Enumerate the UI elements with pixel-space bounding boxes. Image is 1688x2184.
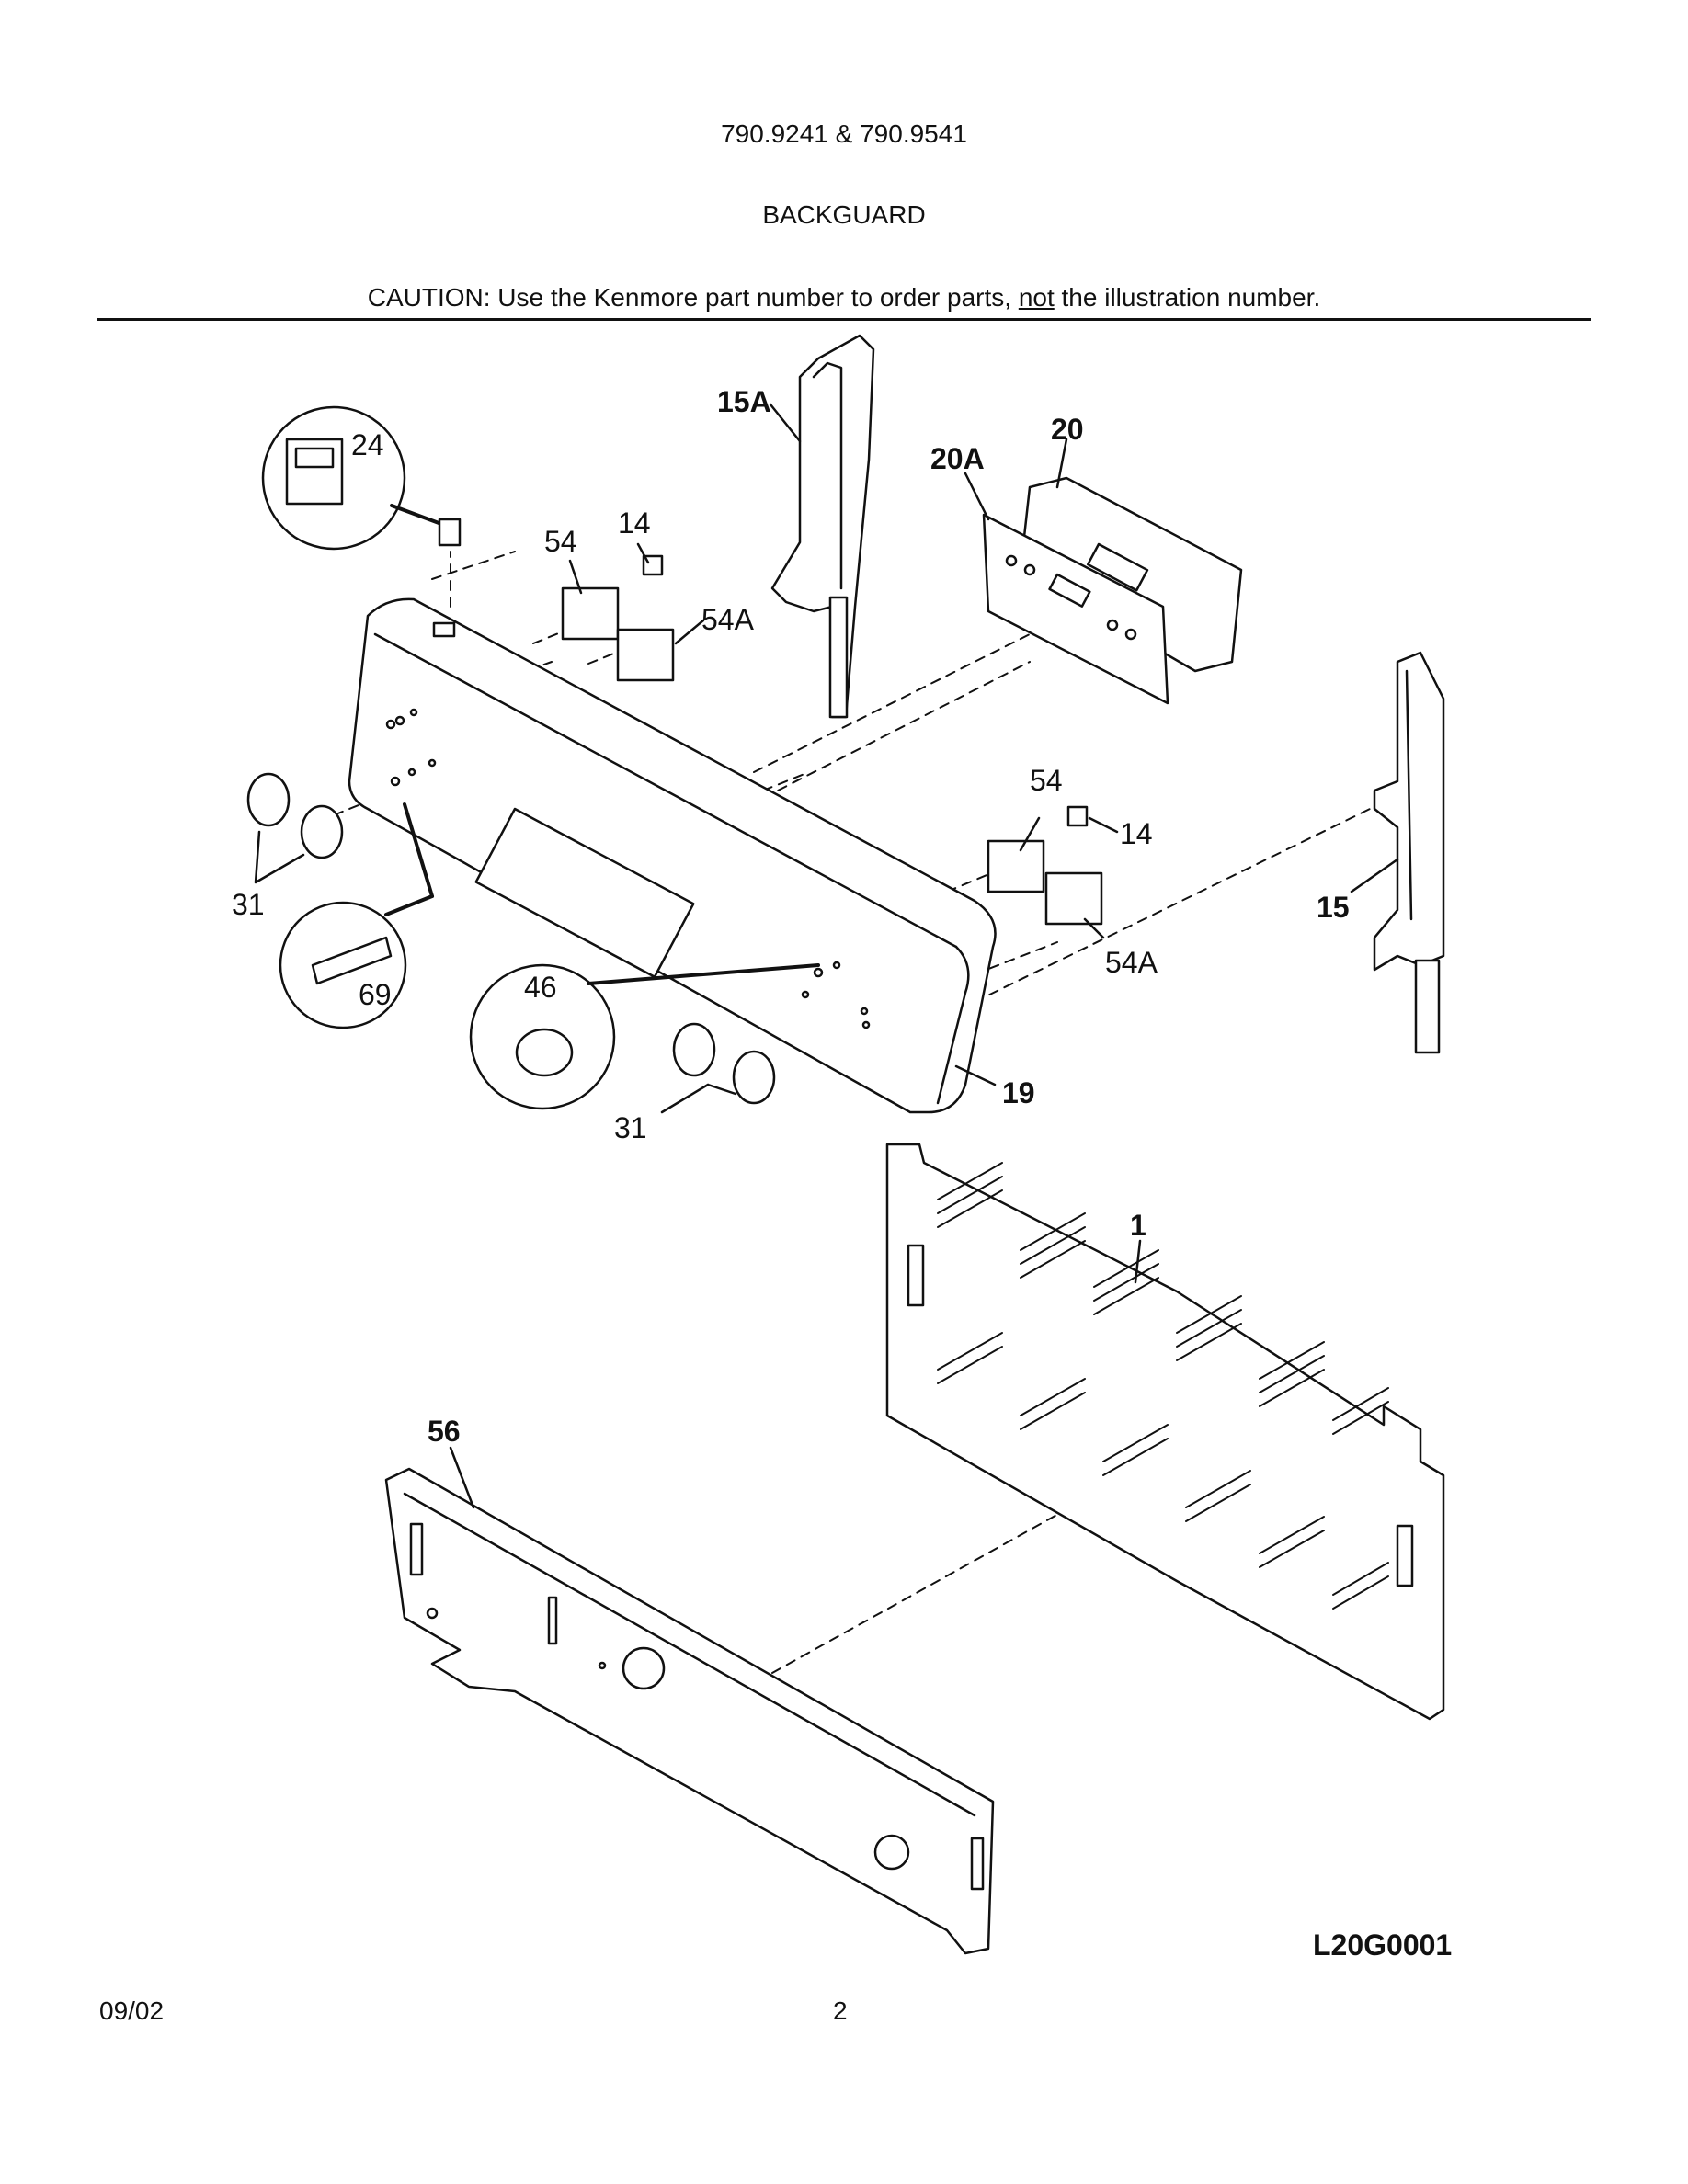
header-divider <box>97 318 1591 321</box>
caution-prefix: CAUTION: Use the Kenmore part number to … <box>367 283 1019 312</box>
callout-54-lower: 54 <box>1030 764 1063 797</box>
knob-46 <box>469 963 820 1110</box>
callout-14-lower: 14 <box>1120 817 1153 850</box>
revision-date: 09/02 <box>99 1996 165 2025</box>
caution-emphasis: not <box>1018 283 1055 312</box>
caution-note: CAUTION: Use the Kenmore part number to … <box>0 283 1688 313</box>
rear-panel-1 <box>885 1143 1445 1721</box>
switch-group-upper <box>561 554 675 682</box>
switch-24 <box>261 405 462 551</box>
callout-54-upper: 54 <box>544 525 577 558</box>
page-number: 2 <box>833 1996 848 2025</box>
knobs-31 <box>246 772 776 1114</box>
callout-31-left: 31 <box>232 888 265 921</box>
callout-54A-upper: 54A <box>701 603 755 636</box>
callout-56: 56 <box>428 1415 461 1448</box>
section-title: BACKGUARD <box>762 200 926 229</box>
callout-20A: 20A <box>930 442 985 475</box>
callout-19: 19 <box>1002 1076 1035 1109</box>
lower-trim-56 <box>384 1467 995 1955</box>
callout-20: 20 <box>1051 413 1084 446</box>
callout-54A-lower: 54A <box>1105 946 1158 979</box>
leader-lines <box>449 403 1399 1509</box>
drawing-code: L20G0001 <box>1313 1928 1453 1962</box>
callout-69: 69 <box>359 978 392 1011</box>
callout-15: 15 <box>1317 891 1350 924</box>
callout-46: 46 <box>524 971 557 1004</box>
callout-24: 24 <box>351 428 384 461</box>
callout-31-bottom: 31 <box>614 1111 647 1144</box>
backguard-panel-19 <box>348 597 997 1114</box>
overlay-20A <box>982 513 1169 705</box>
callout-14-upper: 14 <box>618 506 651 540</box>
end-bracket-15A <box>770 334 875 719</box>
model-numbers: 790.9241 & 790.9541 <box>721 119 967 148</box>
caution-suffix: the illustration number. <box>1054 283 1321 312</box>
callout-15A: 15A <box>717 385 771 418</box>
control-board-20 <box>1019 476 1243 673</box>
switch-group-lower <box>987 805 1103 926</box>
callout-1: 1 <box>1130 1209 1146 1242</box>
screw-69 <box>279 802 434 1029</box>
end-bracket-15 <box>1373 651 1445 1054</box>
